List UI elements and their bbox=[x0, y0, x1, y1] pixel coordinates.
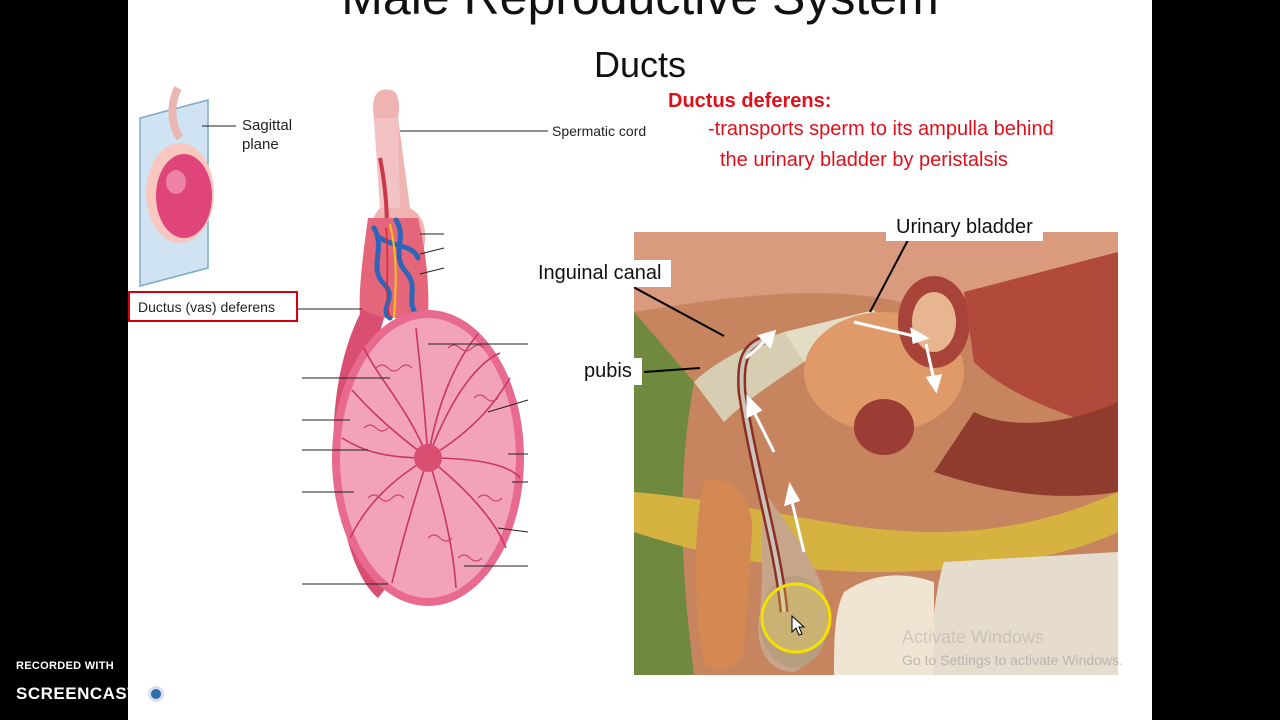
screencast-text: SCREENCAST bbox=[16, 684, 139, 703]
matic-text: MATIC bbox=[174, 684, 230, 703]
sagittal-label-2: plane bbox=[242, 136, 279, 153]
slide-subtitle: Ducts bbox=[593, 44, 687, 85]
spermatic-cord-label: Spermatic cord bbox=[552, 123, 647, 139]
recorded-with-text: RECORDED WITH bbox=[16, 660, 115, 672]
slide: Male Reproductive System Ducts Ductus de… bbox=[128, 0, 1152, 720]
sagittal-label: Sagittal bbox=[242, 117, 293, 134]
slide-title: Male Reproductive System bbox=[128, 0, 1152, 26]
activate-windows-title: Activate Windows bbox=[902, 627, 1045, 647]
ductus-text-line2: the urinary bladder by peristalsis bbox=[720, 149, 1008, 171]
inguinal-canal-label: Inguinal canal bbox=[528, 260, 672, 287]
activate-windows-hint: Go to Settings to activate Windows. bbox=[902, 652, 1123, 668]
sagittal-plane-inset bbox=[139, 86, 236, 287]
pubis-label: pubis bbox=[574, 358, 642, 385]
urinary-bladder-label: Urinary bladder bbox=[886, 214, 1043, 241]
ductus-text-line1: -transports sperm to its ampulla behind bbox=[708, 118, 1054, 140]
screencast-logo-icon bbox=[142, 680, 171, 708]
ductus-deferens-label: Ductus (vas) deferens bbox=[128, 291, 298, 322]
pelvic-model-photo bbox=[634, 232, 1118, 675]
testis-diagram bbox=[139, 86, 548, 606]
screencast-badge: RECORDED WITH SCREENCAST MATIC bbox=[16, 660, 229, 708]
ductus-heading: Ductus deferens: bbox=[668, 90, 832, 112]
mouse-cursor-icon bbox=[791, 614, 806, 636]
